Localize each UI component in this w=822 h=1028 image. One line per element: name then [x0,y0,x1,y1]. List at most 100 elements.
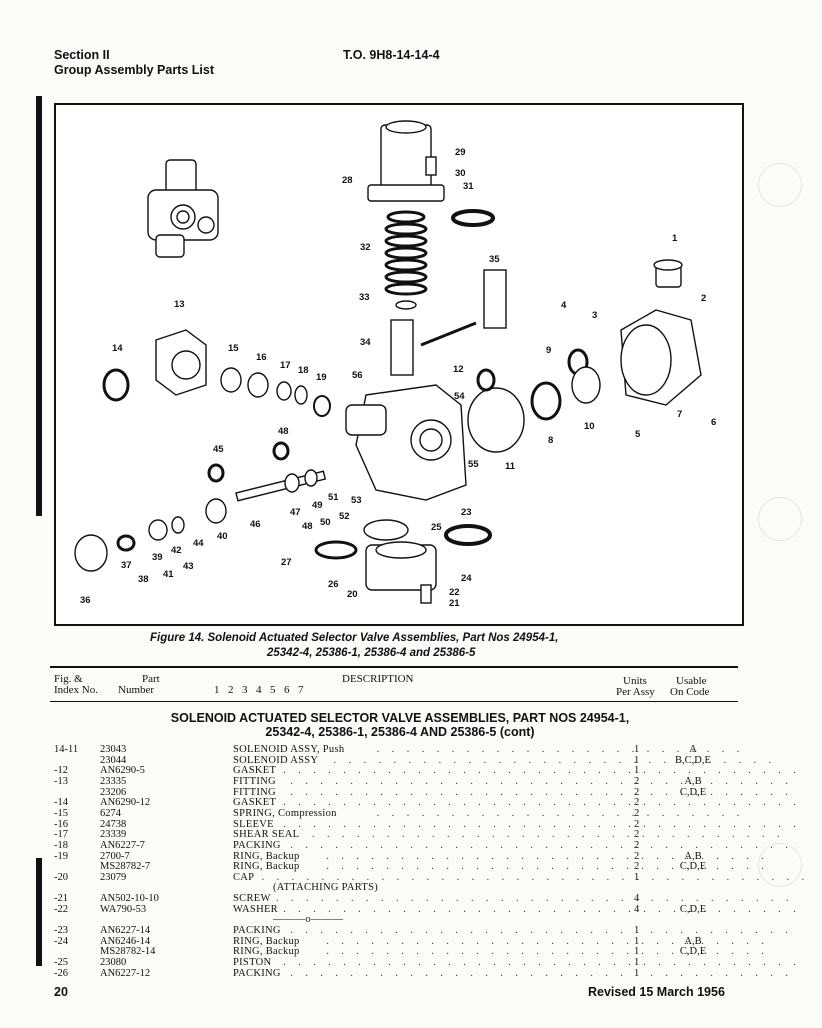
callout-3: 3 [592,310,597,321]
row-fig-index: -20 [54,871,68,883]
leader-dots: . . . . . . . . . . . . . . . . . . . . … [290,786,793,798]
row-fig-index: -25 [54,957,68,968]
page-number: 20 [54,985,68,999]
callout-8: 8 [548,435,553,446]
leader-dots: . . . . . . . . . . . . . . . . . . . . … [312,829,785,841]
change-bar [36,858,42,966]
row-part-number: MS28782-14 [100,946,156,958]
row-description: SOLENOID ASSY, Push [233,744,345,755]
col-fig-index-l2: Index No. [54,684,98,696]
row-fig-index: -26 [54,967,68,979]
callout-55: 55 [468,459,479,470]
callout-52: 52 [339,511,350,522]
row-description: SHEAR SEAL [233,829,300,841]
callout-32: 32 [360,242,371,253]
row-usable-code: A,B [684,935,702,947]
row-description: RING, Backup [233,850,300,862]
row-description: GASKET [233,797,277,809]
col-usable-l1: Usable [676,675,707,687]
row-units: 2 [634,861,640,873]
row-units: 2 [634,775,640,787]
row-fig-index: -15 [54,807,68,819]
section-title: SOLENOID ACTUATED SELECTOR VALVE ASSEMBL… [100,711,700,739]
callout-47: 47 [290,507,301,518]
row-description: PACKING [233,925,281,937]
callout-14: 14 [112,343,123,354]
row-usable-code: C,D,E [679,946,707,958]
callout-48b: 48 [302,521,313,532]
row-units: 1 [634,744,640,755]
row-part-number: AN6290-12 [100,797,151,809]
row-fig-index: 14-11 [54,744,79,755]
callout-46: 46 [250,519,261,530]
leader-dots: . . . . . . . . . . . . . . . . . . . . … [376,744,745,755]
page-header-left: Section II Group Assembly Parts List [54,48,214,78]
row-part-number: 23079 [100,871,127,883]
col-units-l2: Per Assy [616,686,655,698]
punch-hole [758,497,802,541]
section-title-line1: SOLENOID ACTUATED SELECTOR VALVE ASSEMBL… [170,711,630,725]
leader-dots: . . . . . . . . . . . . . . . . . . . . … [283,957,801,968]
callout-16: 16 [256,352,267,363]
leader-dots: . . . . . . . . . . . . . . . . . . . . … [283,818,801,830]
leader-dots: . . . . . . . . . . . . . . . . . . . . … [326,861,769,873]
row-description: GASKET [233,765,277,777]
callout-2: 2 [701,293,706,304]
leader-dots: . . . . . . . . . . . . . . . . . . . . … [283,797,801,809]
leader-dots: . . . . . . . . . . . . . . . . . . . . … [290,775,793,787]
callout-51: 51 [328,492,339,503]
row-fig-index: -14 [54,797,68,809]
row-description: PACKING [233,839,281,851]
section-title-line2: 25342-4, 25386-1, 25386-4 AND 25386-5 (c… [265,725,535,739]
row-units: 2 [634,797,640,809]
callout-17: 17 [280,360,291,371]
row-units: 4 [634,893,640,905]
col-usable-l2: On Code [670,686,710,698]
row-description: RING, Backup [233,935,300,947]
callout-49: 49 [312,500,323,511]
callout-45: 45 [213,444,224,455]
callout-21: 21 [449,598,460,609]
callout-19: 19 [316,372,327,383]
figure-caption-line1: Figure 14. Solenoid Actuated Selector Va… [150,632,559,644]
row-fig-index: -21 [54,893,68,905]
leader-dots: . . . . . . . . . . . . . . . . . . . . … [290,967,793,979]
row-description: PACKING [233,967,281,979]
callout-26: 26 [328,579,339,590]
row-usable-code: A [689,744,697,755]
row-part-number: 23206 [100,786,127,798]
row-usable-code: C,D,E [679,786,707,798]
assembled-valve-thumbnail [147,159,219,258]
callout-22: 22 [449,587,460,598]
callout-48: 48 [278,426,289,437]
leader-dots: . . . . . . . . . . . . . . . . . . . . … [290,839,793,851]
row-part-number: WA790-53 [100,903,147,915]
callout-23: 23 [461,507,472,518]
callout-53: 53 [351,495,362,506]
callout-29: 29 [455,147,466,158]
row-part-number: 23339 [100,829,127,841]
leader-dots: . . . . . . . . . . . . . . . . . . . . … [376,807,745,819]
callout-36: 36 [80,595,91,606]
row-units: 1 [634,946,640,958]
to-number: T.O. 9H8-14-14-4 [343,48,440,62]
row-fig-index: -17 [54,829,68,841]
row-part-number: 23335 [100,775,127,787]
leader-dots: . . . . . . . . . . . . . . . . . . . . … [283,903,801,915]
row-fig-index: -16 [54,818,68,830]
callout-13: 13 [174,299,185,310]
callout-42: 42 [171,545,182,556]
leader-dots: . . . . . . . . . . . . . . . . . . . . … [326,935,769,947]
callout-1: 1 [672,233,678,244]
callout-34: 34 [360,337,371,348]
row-usable-code: A,B [684,775,702,787]
callout-11: 11 [505,461,516,472]
